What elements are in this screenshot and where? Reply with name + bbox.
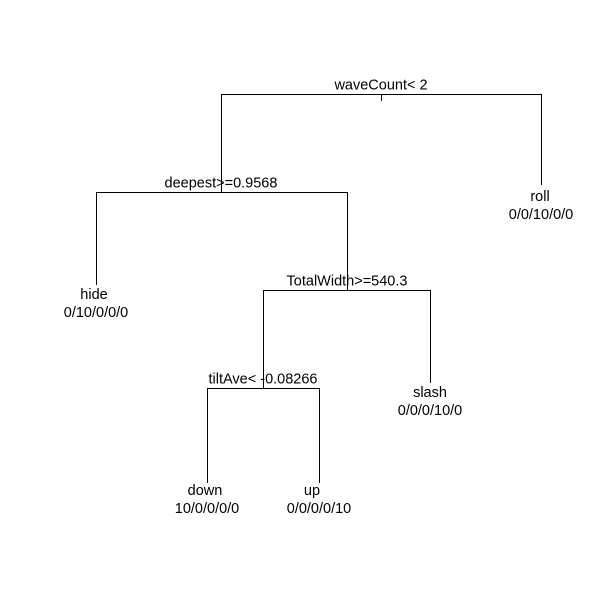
leaf-down-counts: 10/0/0/0/0 bbox=[175, 501, 240, 517]
root-split-label: waveCount< 2 bbox=[333, 78, 427, 94]
leaf-down-label: down bbox=[188, 483, 223, 499]
totalwidth-split-label: TotalWidth>=540.3 bbox=[287, 274, 408, 290]
totalwidth-split-branch bbox=[263, 290, 431, 383]
tiltave-split-label: tiltAve< -0.08266 bbox=[209, 372, 318, 388]
deepest-split-branch bbox=[96, 192, 348, 285]
leaf-slash-label: slash bbox=[413, 385, 447, 401]
leaf-roll-counts: 0/0/10/0/0 bbox=[509, 207, 574, 223]
leaf-up-counts: 0/0/0/0/10 bbox=[287, 501, 352, 517]
leaf-hide-counts: 0/10/0/0/0 bbox=[64, 305, 129, 321]
deepest-split-label: deepest>=0.9568 bbox=[165, 176, 278, 192]
leaf-slash-counts: 0/0/0/10/0 bbox=[398, 403, 463, 419]
root-split-branch bbox=[221, 94, 542, 185]
leaf-up-label: up bbox=[304, 483, 320, 499]
tiltave-split-branch bbox=[207, 388, 320, 483]
leaf-roll-label: roll bbox=[530, 189, 549, 205]
leaf-hide-label: hide bbox=[80, 287, 107, 303]
